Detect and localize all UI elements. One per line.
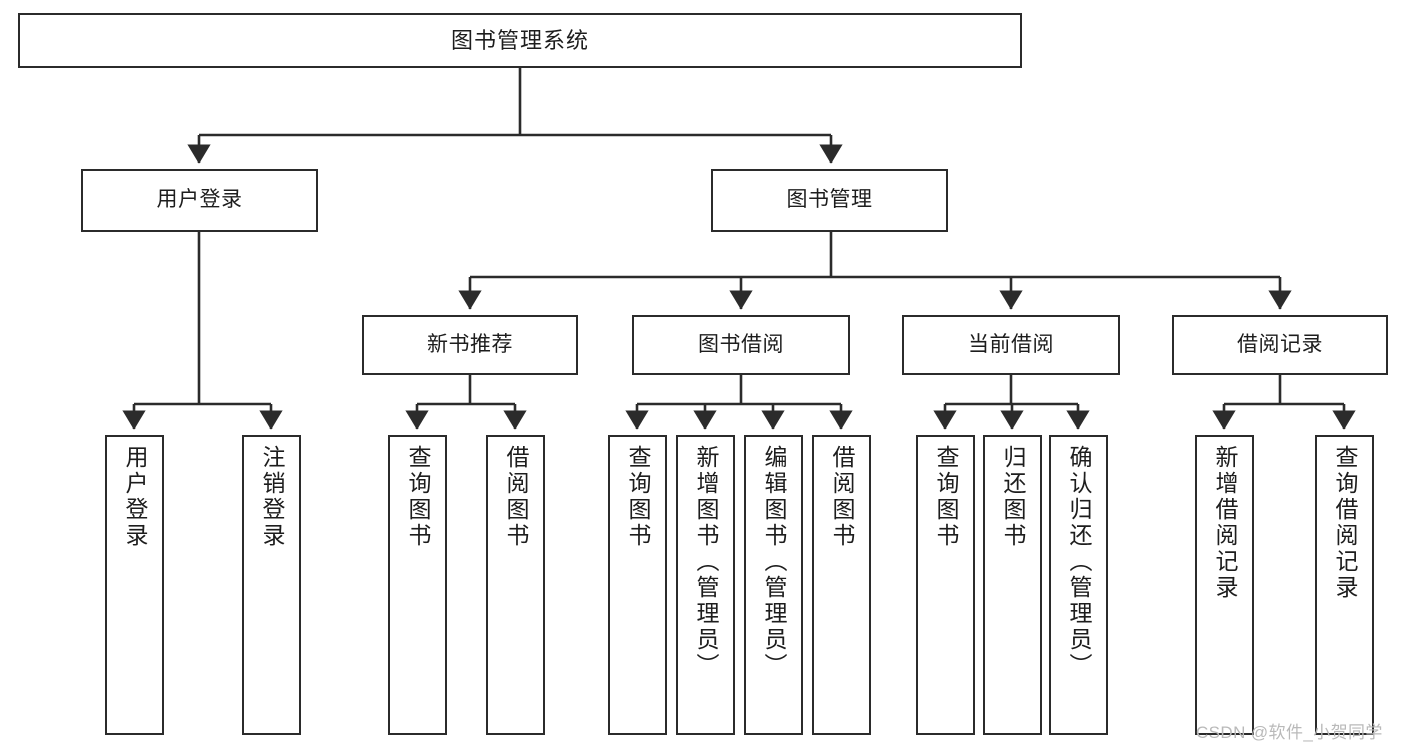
node-leaf-query-book-1-label: 查询图书 [405,445,431,549]
node-borrow-record-label: 借阅记录 [1237,332,1323,356]
node-leaf-confirm-return[interactable]: 确认归还（管理员） [1049,435,1108,735]
node-leaf-user-logout-label: 注销登录 [259,445,285,549]
csdn-watermark: CSDN @软件_小贺同学 [1196,723,1383,742]
node-leaf-query-book-2[interactable]: 查询图书 [608,435,667,735]
node-new-book-recommend[interactable]: 新书推荐 [362,315,578,375]
node-book-borrow[interactable]: 图书借阅 [632,315,850,375]
node-leaf-borrow-book-1-label: 借阅图书 [503,445,529,549]
node-leaf-edit-book[interactable]: 编辑图书（管理员） [744,435,803,735]
node-user-login[interactable]: 用户登录 [81,169,318,232]
edge-group-current-borrow [933,375,1090,430]
node-leaf-query-book-3[interactable]: 查询图书 [916,435,975,735]
node-book-borrow-label: 图书借阅 [698,332,784,356]
edge-group-root [187,68,843,164]
node-leaf-query-book-2-label: 查询图书 [625,445,651,549]
node-leaf-add-book[interactable]: 新增图书（管理员） [676,435,735,735]
node-book-manage[interactable]: 图书管理 [711,169,948,232]
node-leaf-query-record-label: 查询借阅记录 [1332,445,1358,601]
node-leaf-user-login[interactable]: 用户登录 [105,435,164,735]
node-leaf-query-book-3-label: 查询图书 [933,445,959,549]
node-leaf-borrow-book-1[interactable]: 借阅图书 [486,435,545,735]
node-leaf-borrow-book-2[interactable]: 借阅图书 [812,435,871,735]
node-leaf-add-record-label: 新增借阅记录 [1212,445,1238,601]
node-root[interactable]: 图书管理系统 [18,13,1022,68]
node-current-borrow-label: 当前借阅 [968,332,1054,356]
node-book-manage-label: 图书管理 [786,188,873,212]
edge-group-new-book-recommend [405,375,527,430]
node-user-login-label: 用户登录 [156,188,243,212]
node-borrow-record[interactable]: 借阅记录 [1172,315,1388,375]
node-leaf-add-record[interactable]: 新增借阅记录 [1195,435,1254,735]
node-root-label: 图书管理系统 [450,27,589,53]
node-leaf-confirm-return-label: 确认归还（管理员） [1066,445,1092,679]
node-new-book-recommend-label: 新书推荐 [427,332,513,356]
node-leaf-return-book[interactable]: 归还图书 [983,435,1042,735]
node-leaf-user-login-label: 用户登录 [122,445,148,549]
node-leaf-query-book-1[interactable]: 查询图书 [388,435,447,735]
node-leaf-borrow-book-2-label: 借阅图书 [829,445,855,549]
edge-group-book-manage [458,232,1292,310]
node-leaf-add-book-label: 新增图书（管理员） [693,445,719,679]
node-leaf-user-logout[interactable]: 注销登录 [242,435,301,735]
node-leaf-return-book-label: 归还图书 [1000,445,1026,549]
node-current-borrow[interactable]: 当前借阅 [902,315,1120,375]
node-leaf-edit-book-label: 编辑图书（管理员） [761,445,787,679]
edge-group-borrow-record [1212,375,1356,430]
edge-group-user-login [122,232,283,430]
edge-group-book-borrow [625,375,853,430]
node-leaf-query-record[interactable]: 查询借阅记录 [1315,435,1374,735]
